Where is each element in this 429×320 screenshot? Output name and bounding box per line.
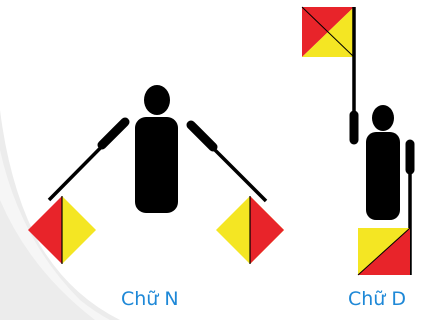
- figure-letter-n: [28, 85, 284, 264]
- left-arm: [102, 122, 125, 145]
- head: [144, 85, 170, 115]
- upper-flag: [302, 7, 354, 57]
- body: [135, 117, 178, 213]
- lower-flag: [358, 228, 410, 275]
- head: [372, 105, 394, 131]
- figure-letter-d: [302, 7, 410, 275]
- caption-letter-d: Chữ D: [348, 290, 406, 309]
- right-arm: [191, 125, 213, 147]
- caption-letter-n: Chữ N: [121, 290, 179, 309]
- body: [366, 132, 400, 220]
- right-flag: [216, 196, 284, 264]
